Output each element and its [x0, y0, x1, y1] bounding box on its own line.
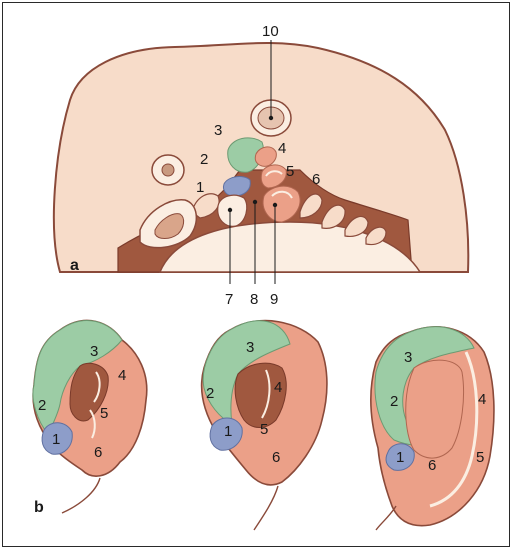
panel-b-label: b — [34, 499, 44, 516]
auricle-2-tail — [254, 486, 278, 530]
label-a-1: 1 — [196, 179, 204, 196]
label-a-6: 6 — [312, 171, 320, 188]
label-b3-3: 3 — [404, 349, 412, 366]
label-a-3: 3 — [214, 122, 222, 139]
label-b2-3: 3 — [246, 339, 254, 356]
hillock-7-cream — [218, 195, 247, 226]
label-b3-2: 2 — [390, 393, 398, 410]
label-b3-1: 1 — [396, 449, 404, 466]
label-b2-6: 6 — [272, 449, 280, 466]
label-b3-4: 4 — [478, 391, 486, 408]
label-b3-5: 5 — [476, 449, 484, 466]
label-a-10: 10 — [262, 23, 279, 40]
label-b1-1: 1 — [52, 431, 60, 448]
panel-b-stage-3 — [371, 327, 494, 530]
label-b2-1: 1 — [224, 423, 232, 440]
auricle-1-tail — [62, 478, 100, 513]
label-b1-2: 2 — [38, 397, 46, 414]
panel-a-label: a — [70, 257, 79, 274]
dot-9 — [273, 203, 277, 207]
label-a-8: 8 — [250, 291, 258, 308]
label-b2-5: 5 — [260, 421, 268, 438]
label-a-7: 7 — [225, 291, 233, 308]
label-a-9: 9 — [270, 291, 278, 308]
label-b2-2: 2 — [206, 385, 214, 402]
label-b1-4: 4 — [118, 367, 126, 384]
label-b1-5: 5 — [100, 405, 108, 422]
label-b1-3: 3 — [90, 343, 98, 360]
label-b1-6: 6 — [94, 444, 102, 461]
dot-7 — [228, 208, 232, 212]
label-a-5: 5 — [286, 163, 294, 180]
label-a-4: 4 — [278, 140, 286, 157]
label-b3-6: 6 — [428, 457, 436, 474]
otic-vesicle-dot — [269, 116, 273, 120]
auricle-3-tail — [376, 506, 396, 530]
eye-inner — [162, 164, 174, 176]
label-b2-4: 4 — [274, 379, 282, 396]
label-a-2: 2 — [200, 151, 208, 168]
dot-8 — [253, 200, 257, 204]
panel-a-embryo-head — [54, 40, 468, 284]
